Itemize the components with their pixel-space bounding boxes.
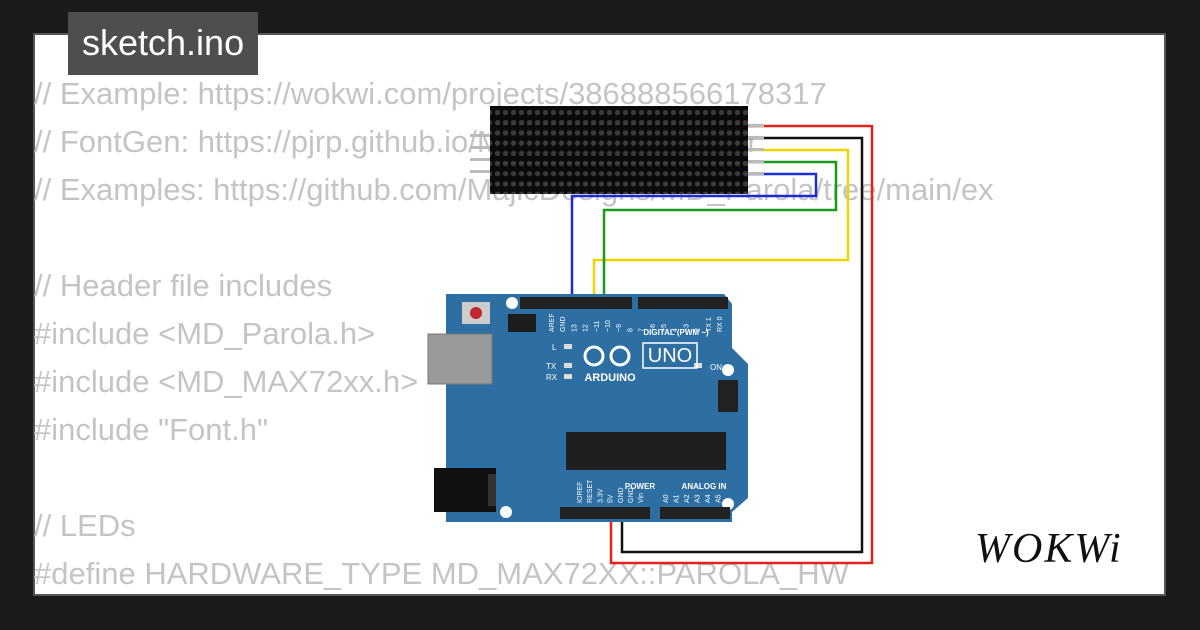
pin-label: ~9: [616, 324, 623, 332]
power-label: POWER: [625, 482, 655, 491]
pin-label: A4: [705, 494, 712, 503]
pin-label: 12: [583, 324, 590, 332]
code-editor: // Example: https://wokwi.com/projects/3…: [34, 70, 994, 598]
blue-wire: [570, 172, 818, 303]
pin-label: ~5: [661, 324, 668, 332]
pin-label: A2: [684, 494, 691, 503]
board-brand-label: ARDUINO: [584, 372, 636, 384]
analog-label: ANALOG IN: [682, 482, 727, 491]
tx-led-label: TX: [546, 362, 557, 371]
pin-label: 3.3V: [597, 488, 604, 503]
green-wire: [602, 160, 838, 303]
red-wire: [609, 124, 874, 565]
pin-label: A0: [663, 494, 670, 503]
pin-label: 4: [672, 328, 679, 332]
pin-label: 2: [695, 328, 702, 332]
pin-label: RESET: [587, 479, 594, 503]
pin-label: A1: [674, 494, 681, 503]
yellow-wire: [592, 148, 850, 303]
pin-label: 13: [571, 324, 578, 332]
led-matrix[interactable]: [470, 106, 764, 194]
code-line: // Header file includes: [34, 268, 333, 303]
arduino-uno-board[interactable]: [427, 294, 748, 522]
pin-label: A3: [695, 494, 702, 503]
board-model-label: UNO: [648, 345, 692, 367]
black-wire: [620, 136, 864, 554]
code-line: // LEDs: [34, 508, 136, 543]
pin-label: GND: [628, 487, 635, 503]
pin-label: 8: [627, 328, 634, 332]
wokwi-logo: WOKWi: [975, 526, 1123, 572]
on-label: ON: [710, 363, 722, 372]
file-name-badge: sketch.ino: [68, 12, 259, 75]
pin-label: ~10: [605, 320, 612, 332]
pin-label: 5V: [608, 494, 615, 503]
code-line: #include <MD_MAX72xx.h>: [34, 364, 419, 399]
pin-label: TX 1: [706, 317, 713, 332]
pin-label: AREF: [549, 313, 556, 332]
pin-label: Vin: [638, 493, 645, 503]
code-line: // Examples: https://github.com/MajicDes…: [34, 172, 994, 207]
pin-label: GND: [618, 487, 625, 503]
code-line: #include "Font.h": [34, 412, 268, 447]
pin-label: ~6: [650, 324, 657, 332]
pin-label: ~11: [594, 321, 601, 332]
l-led-label: L: [552, 343, 557, 352]
pin-label: ~3: [683, 324, 690, 332]
pin-label: 7: [639, 328, 646, 332]
pin-label: GND: [560, 316, 567, 332]
digital-label: DIGITAL (PWM ~): [643, 328, 709, 337]
pin-label: A5: [716, 494, 723, 503]
pin-label: RX 0: [717, 316, 724, 332]
rx-led-label: RX: [546, 373, 558, 382]
digital-pin-labels: AREF GND 13 12 ~11 ~10 ~9 8 7 ~6 ~5 4 ~3 2 TX 1 RX 0: [549, 313, 724, 332]
pin-label: IOREF: [577, 482, 584, 503]
code-line: // Example: https://wokwi.com/projects/3…: [34, 76, 827, 111]
code-line: #include <MD_Parola.h>: [34, 316, 376, 351]
